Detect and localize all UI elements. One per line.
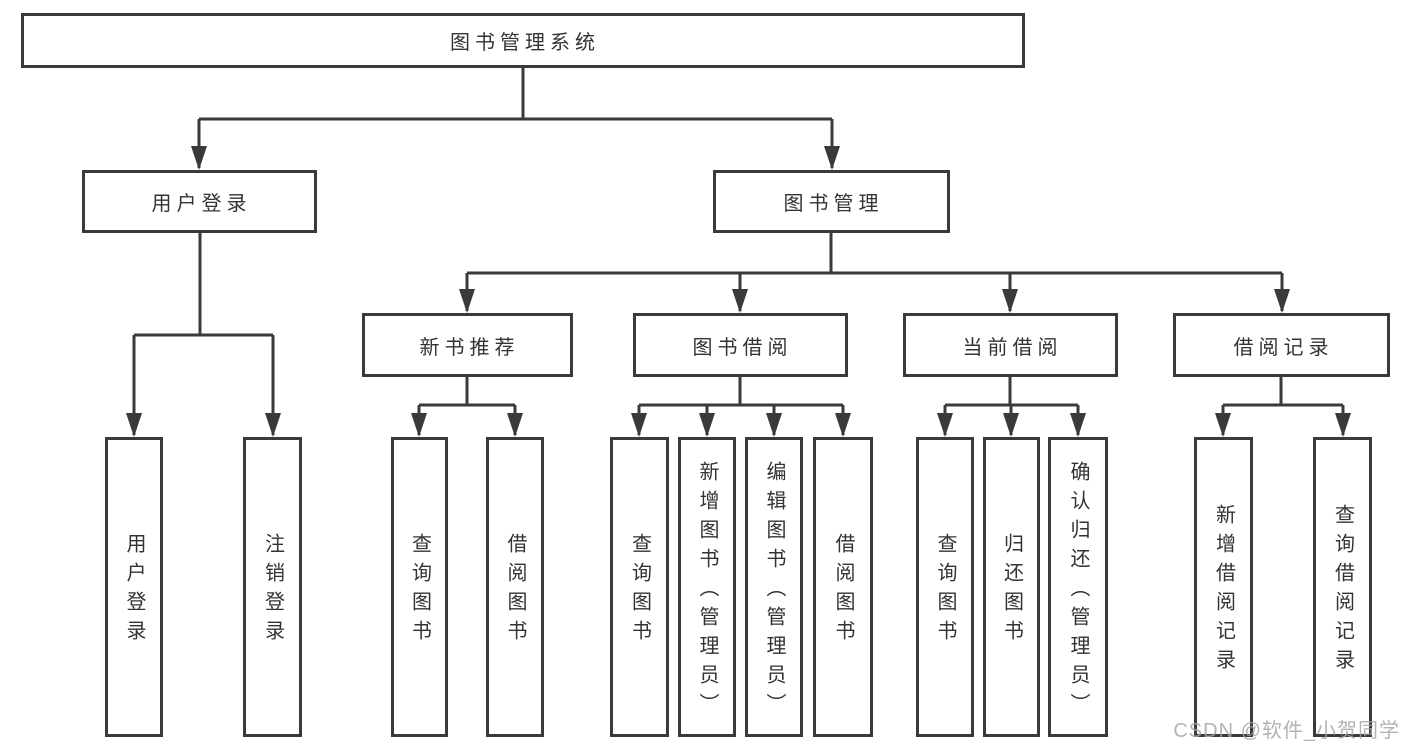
leaf-current-query-book: 查询图书 (916, 437, 974, 737)
node-user-branch-label: 用户登录 (151, 193, 252, 215)
leaf-recommend-query-book: 查询图书 (391, 437, 448, 737)
leaf-add-borrow-record: 新增借阅记录 (1194, 437, 1253, 737)
leaf-user-login-label: 用户登录 (123, 533, 145, 649)
leaf-logout: 注销登录 (243, 437, 302, 737)
leaf-edit-book-admin-label: 编辑图书（管理员） (763, 460, 785, 722)
node-borrow-records: 借阅记录 (1173, 313, 1390, 377)
leaf-add-book-admin-label: 新增图书（管理员） (696, 460, 718, 722)
leaf-borrow-query-book: 查询图书 (610, 437, 669, 737)
leaf-confirm-return-admin: 确认归还（管理员） (1048, 437, 1108, 737)
node-borrow-records-label: 借阅记录 (1233, 336, 1334, 359)
leaf-recommend-query-book-label: 查询图书 (408, 533, 431, 649)
node-user-branch: 用户登录 (82, 170, 317, 233)
leaf-edit-book-admin: 编辑图书（管理员） (745, 437, 803, 737)
node-book-branch: 图书管理 (713, 170, 950, 233)
node-current-borrow: 当前借阅 (903, 313, 1118, 377)
node-book-borrow: 图书借阅 (633, 313, 848, 377)
node-new-book-recommend-label: 新书推荐 (419, 336, 520, 359)
leaf-current-query-book-label: 查询图书 (934, 533, 956, 649)
node-new-book-recommend: 新书推荐 (362, 313, 573, 377)
csdn-watermark: CSDN @软件_小贺同学 (1173, 720, 1400, 742)
leaf-recommend-borrow-book: 借阅图书 (486, 437, 544, 737)
leaf-borrow-book-label: 借阅图书 (832, 533, 854, 649)
node-root: 图书管理系统 (21, 13, 1025, 68)
node-book-borrow-label: 图书借阅 (692, 336, 793, 359)
leaf-user-login: 用户登录 (105, 437, 163, 737)
leaf-query-borrow-record: 查询借阅记录 (1313, 437, 1372, 737)
node-current-borrow-label: 当前借阅 (962, 336, 1063, 359)
leaf-return-book-label: 归还图书 (1000, 533, 1023, 649)
node-root-label: 图书管理系统 (450, 32, 600, 54)
leaf-confirm-return-admin-label: 确认归还（管理员） (1067, 460, 1089, 722)
node-book-branch-label: 图书管理 (783, 193, 884, 215)
leaf-borrow-book: 借阅图书 (813, 437, 873, 737)
leaf-query-borrow-record-label: 查询借阅记录 (1331, 504, 1354, 678)
leaf-logout-label: 注销登录 (261, 533, 284, 649)
leaf-add-book-admin: 新增图书（管理员） (678, 437, 736, 737)
leaf-borrow-query-book-label: 查询图书 (628, 533, 651, 649)
leaf-return-book: 归还图书 (983, 437, 1040, 737)
leaf-add-borrow-record-label: 新增借阅记录 (1212, 504, 1235, 678)
leaf-recommend-borrow-book-label: 借阅图书 (504, 533, 526, 649)
